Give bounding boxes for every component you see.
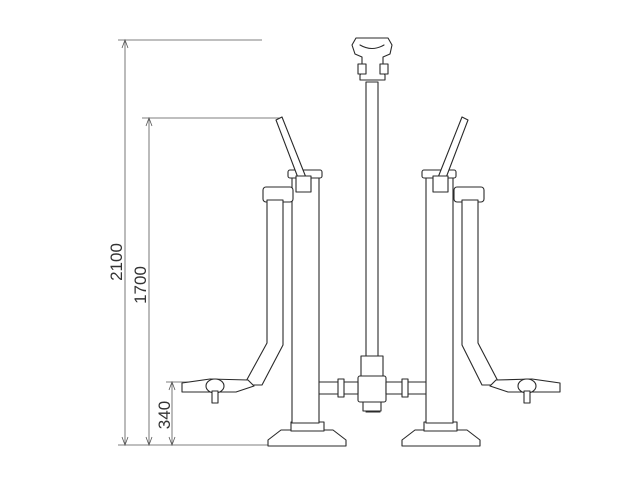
dimension-pedal-height: 340: [155, 401, 174, 429]
left-swing-leg: [181, 186, 294, 404]
right-swing-leg: [453, 186, 561, 404]
central-mast: [351, 37, 393, 413]
dimension-handle-height: 1700: [131, 266, 150, 304]
left-post: [267, 116, 347, 447]
right-post: [401, 116, 481, 447]
dimension-lines: [118, 38, 280, 447]
cross-bar: [317, 378, 431, 398]
dimension-total-height: 2100: [107, 243, 126, 281]
